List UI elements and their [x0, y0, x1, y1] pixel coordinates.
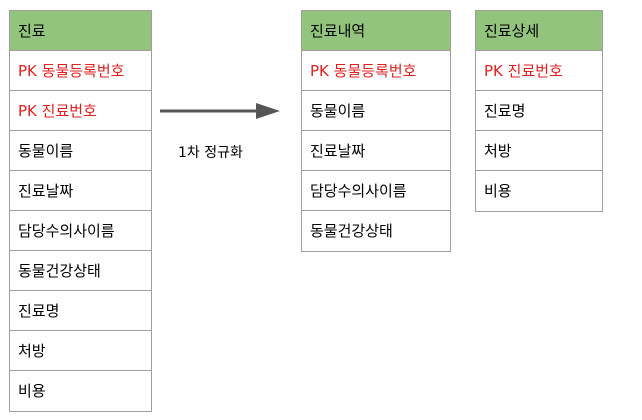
entity-attribute: 진료명: [476, 91, 602, 131]
entity-attribute: 동물이름: [10, 131, 151, 171]
primary-key-attribute: PK 동물등록번호: [10, 51, 151, 91]
entity-attribute: 동물이름: [302, 91, 450, 131]
entity-header: 진료내역: [302, 11, 450, 51]
entity-attribute: 동물건강상태: [10, 251, 151, 291]
entity-header: 진료상세: [476, 11, 602, 51]
entity-attribute: 진료날짜: [302, 131, 450, 171]
primary-key-attribute: PK 동물등록번호: [302, 51, 450, 91]
entity-header: 진료: [10, 11, 151, 51]
entity-attribute: 동물건강상태: [310, 222, 393, 240]
normalization-label: 1차 정규화: [178, 145, 243, 161]
entity-attribute: 처방: [10, 331, 151, 371]
entity-attribute: 진료명: [10, 291, 151, 331]
entity-attribute: 비용: [484, 182, 512, 200]
entity-attribute: 담당수의사이름: [10, 211, 151, 251]
primary-key-attribute: PK 진료번호: [476, 51, 602, 91]
entity-attribute: 비용: [18, 382, 46, 400]
entity-attribute: 처방: [476, 131, 602, 171]
arrow-right-icon: [160, 103, 280, 119]
entity-attribute: 진료날짜: [10, 171, 151, 211]
primary-key-attribute: PK 진료번호: [10, 91, 151, 131]
entity-attribute: 담당수의사이름: [302, 171, 450, 211]
